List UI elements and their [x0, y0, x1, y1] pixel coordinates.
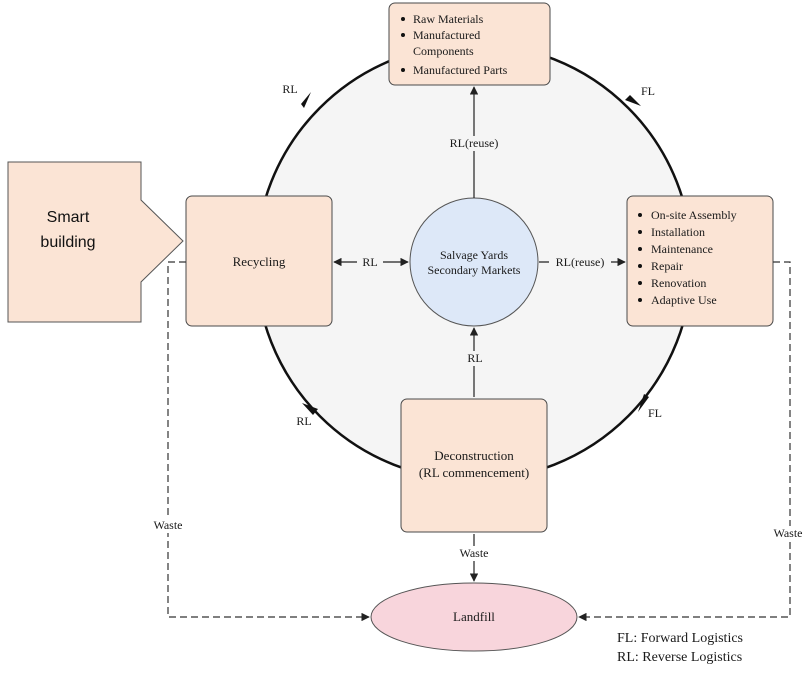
- materials-item-3: Manufactured Parts: [413, 63, 508, 77]
- materials-list: Raw Materials Manufactured Components Ma…: [401, 12, 508, 77]
- label-waste-center: Waste: [459, 546, 488, 560]
- recycling-label: Recycling: [233, 254, 286, 269]
- label-bg-waste-left: [146, 518, 190, 533]
- onsite-item-6: Adaptive Use: [651, 293, 717, 307]
- materials-item-2: Manufactured: [413, 28, 480, 42]
- salvage-yards-node: [409, 197, 539, 327]
- label-fl-top-right: FL: [641, 84, 655, 98]
- label-rl-reuse-right: RL(reuse): [556, 255, 605, 269]
- label-bg-rl-reuse-right: [549, 255, 611, 270]
- salvage-line1: Salvage Yards: [440, 248, 508, 262]
- label-fl-bottom-right: FL: [648, 406, 662, 420]
- onsite-item-3: Maintenance: [651, 242, 713, 256]
- cycle-arrow-bottom-right: [638, 394, 649, 412]
- deconstruction-line2: (RL commencement): [419, 465, 529, 480]
- landfill-label: Landfill: [453, 609, 495, 624]
- label-waste-left: Waste: [153, 518, 182, 532]
- label-bg-rl-left: [357, 255, 383, 270]
- label-rl-bottom: RL: [467, 351, 482, 365]
- label-waste-right: Waste: [773, 526, 802, 540]
- legend-rl: RL: Reverse Logistics: [617, 650, 742, 665]
- salvage-line2: Secondary Markets: [428, 263, 521, 277]
- label-rl-bottom-left: RL: [296, 414, 311, 428]
- smart-building-arrow: [7, 161, 184, 323]
- onsite-item-5: Renovation: [651, 276, 706, 290]
- smart-building-line1: Smart: [47, 209, 90, 226]
- dashed-waste-left: [167, 261, 370, 622]
- cycle-arrow-bottom-left: [302, 403, 318, 415]
- onsite-item-4: Repair: [651, 259, 683, 273]
- cycle-arrow-top-right: [625, 95, 641, 106]
- label-rl-left: RL: [362, 255, 377, 269]
- onsite-item-1: On-site Assembly: [651, 208, 737, 222]
- label-bg-waste-center: [452, 546, 496, 561]
- onsite-item-2: Installation: [651, 225, 705, 239]
- label-bg-rl-bottom: [463, 351, 487, 366]
- recycling-box: [185, 195, 333, 327]
- smart-building-line2: building: [40, 234, 95, 251]
- materials-item-1: Raw Materials: [413, 12, 484, 26]
- legend-fl: FL: Forward Logistics: [617, 631, 743, 646]
- deconstruction-line1: Deconstruction: [434, 448, 514, 463]
- onsite-list: On-site Assembly Installation Maintenanc…: [638, 208, 737, 307]
- label-bg-rl-reuse-top: [443, 136, 507, 151]
- label-rl-top-left: RL: [282, 82, 297, 96]
- cycle-arrow-top-left: [301, 92, 311, 108]
- materials-box: [388, 2, 551, 86]
- materials-item-2-cont: Components: [413, 44, 474, 58]
- label-rl-reuse-top: RL(reuse): [450, 136, 499, 150]
- landfill-node: [370, 582, 578, 652]
- deconstruction-box: [400, 398, 548, 533]
- dashed-waste-right: [578, 261, 791, 622]
- onsite-box: [626, 195, 774, 327]
- label-bg-waste-right: [767, 526, 809, 541]
